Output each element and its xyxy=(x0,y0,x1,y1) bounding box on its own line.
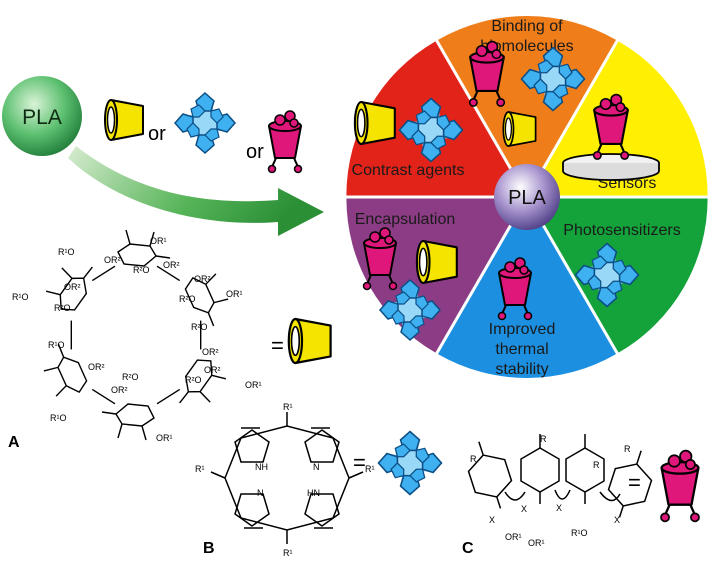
sensor-platform-icon xyxy=(562,153,660,181)
wheel-label-photo: Photosensitizers xyxy=(563,222,680,239)
cyclodextrin-substituent-label: R²O xyxy=(191,322,208,332)
calixarene-atom-label: R xyxy=(470,454,477,464)
calixarene-atom-label: X xyxy=(614,515,620,525)
cyclodextrin-equals-icon xyxy=(287,317,332,365)
pla-center-label: PLA xyxy=(508,187,546,209)
calixarene-atom-label: R xyxy=(540,434,547,444)
calixarene-atom-label: X xyxy=(521,504,527,514)
encap-cyclodextrin-icon xyxy=(415,239,458,285)
equals-a: = xyxy=(271,333,284,358)
calixarene-atom-label: OR¹ xyxy=(528,538,545,548)
cyclodextrin-substituent-label: OR² xyxy=(194,274,211,284)
cyclodextrin-substituent-label: R¹O xyxy=(12,292,29,302)
porphyrin-atom-label: N xyxy=(257,488,264,498)
pla-center-sphere: PLA xyxy=(494,164,560,230)
contrast-cyclodextrin-icon xyxy=(353,100,396,146)
porphyrin-equals-icon xyxy=(377,430,443,496)
cyclodextrin-substituent-label: OR² xyxy=(204,365,221,375)
calixarene-atom-label: X xyxy=(556,503,562,513)
wheel-label-thermal: Improved xyxy=(489,321,556,338)
wheel-label-binding: Binding of xyxy=(491,18,563,35)
porphyrin-icon xyxy=(174,92,236,154)
porphyrin-atom-label: R¹ xyxy=(365,464,375,474)
calixarene-structure: R R R R X X X X OR¹ OR¹ R¹O xyxy=(467,434,653,548)
porphyrin-atom-label: HN xyxy=(307,488,320,498)
panel-c-label: C xyxy=(462,540,474,557)
cyclodextrin-substituent-label: R²O xyxy=(133,265,150,275)
cyclodextrin-substituent-label: OR¹ xyxy=(226,289,243,299)
cyclodextrin-substituent-label: OR² xyxy=(88,362,105,372)
porphyrin-atom-label: R¹ xyxy=(195,464,205,474)
cyclodextrin-substituent-label: R¹O xyxy=(48,340,65,350)
cyclodextrin-substituent-label: R¹O xyxy=(58,247,75,257)
panel-b-label: B xyxy=(203,540,215,557)
cyclodextrin-substituent-label: OR¹ xyxy=(156,433,173,443)
calixarene-atom-label: X xyxy=(489,515,495,525)
porphyrin-atom-label: N xyxy=(313,462,320,472)
cyclodextrin-substituent-label: R²O xyxy=(185,375,202,385)
pla-label: PLA xyxy=(22,106,62,129)
calixarene-atom-label: OR¹ xyxy=(505,532,522,542)
or-label-1: or xyxy=(148,123,166,145)
cyclodextrin-substituent-label: OR¹ xyxy=(150,236,167,246)
wheel-label-thermal: thermal xyxy=(495,341,548,358)
wheel-label-thermal: stability xyxy=(495,361,548,378)
cyclodextrin-substituent-label: OR² xyxy=(104,255,121,265)
calixarene-atom-label: R xyxy=(593,460,600,470)
calixarene-atom-label: R xyxy=(624,444,631,454)
porphyrin-atom-label: R¹ xyxy=(283,402,293,412)
porphyrin-atom-label: NH xyxy=(255,462,268,472)
panel-a-label: A xyxy=(8,434,20,451)
cyclodextrin-icon xyxy=(104,99,144,141)
cyclodextrin-substituent-label: OR² xyxy=(111,385,128,395)
cyclodextrin-substituent-label: OR² xyxy=(163,260,180,270)
binding-cyclodextrin-icon xyxy=(502,111,537,147)
wheel-label-encap: Encapsulation xyxy=(355,211,456,228)
wheel-label-contrast: Contrast agents xyxy=(352,162,465,179)
green-arrow xyxy=(68,146,324,236)
cyclodextrin-substituent-label: R²O xyxy=(54,303,71,313)
calixarene-icon xyxy=(267,110,303,174)
cyclodextrin-substituent-label: OR² xyxy=(202,347,219,357)
porphyrin-atom-label: R¹ xyxy=(283,548,293,558)
cyclodextrin-substituent-label: R¹O xyxy=(50,413,67,423)
cyclodextrin-substituent-label: OR¹ xyxy=(245,380,262,390)
pla-sphere: PLA xyxy=(2,76,82,156)
equals-b: = xyxy=(353,450,366,475)
calixarene-equals-icon xyxy=(659,449,701,523)
equals-c: = xyxy=(628,470,641,495)
cyclodextrin-substituent-label: R²O xyxy=(179,294,196,304)
calixarene-atom-label: R¹O xyxy=(571,528,588,538)
cyclodextrin-substituent-label: R²O xyxy=(122,372,139,382)
or-label-2: or xyxy=(246,141,264,163)
cyclodextrin-substituent-label: OR² xyxy=(64,282,81,292)
